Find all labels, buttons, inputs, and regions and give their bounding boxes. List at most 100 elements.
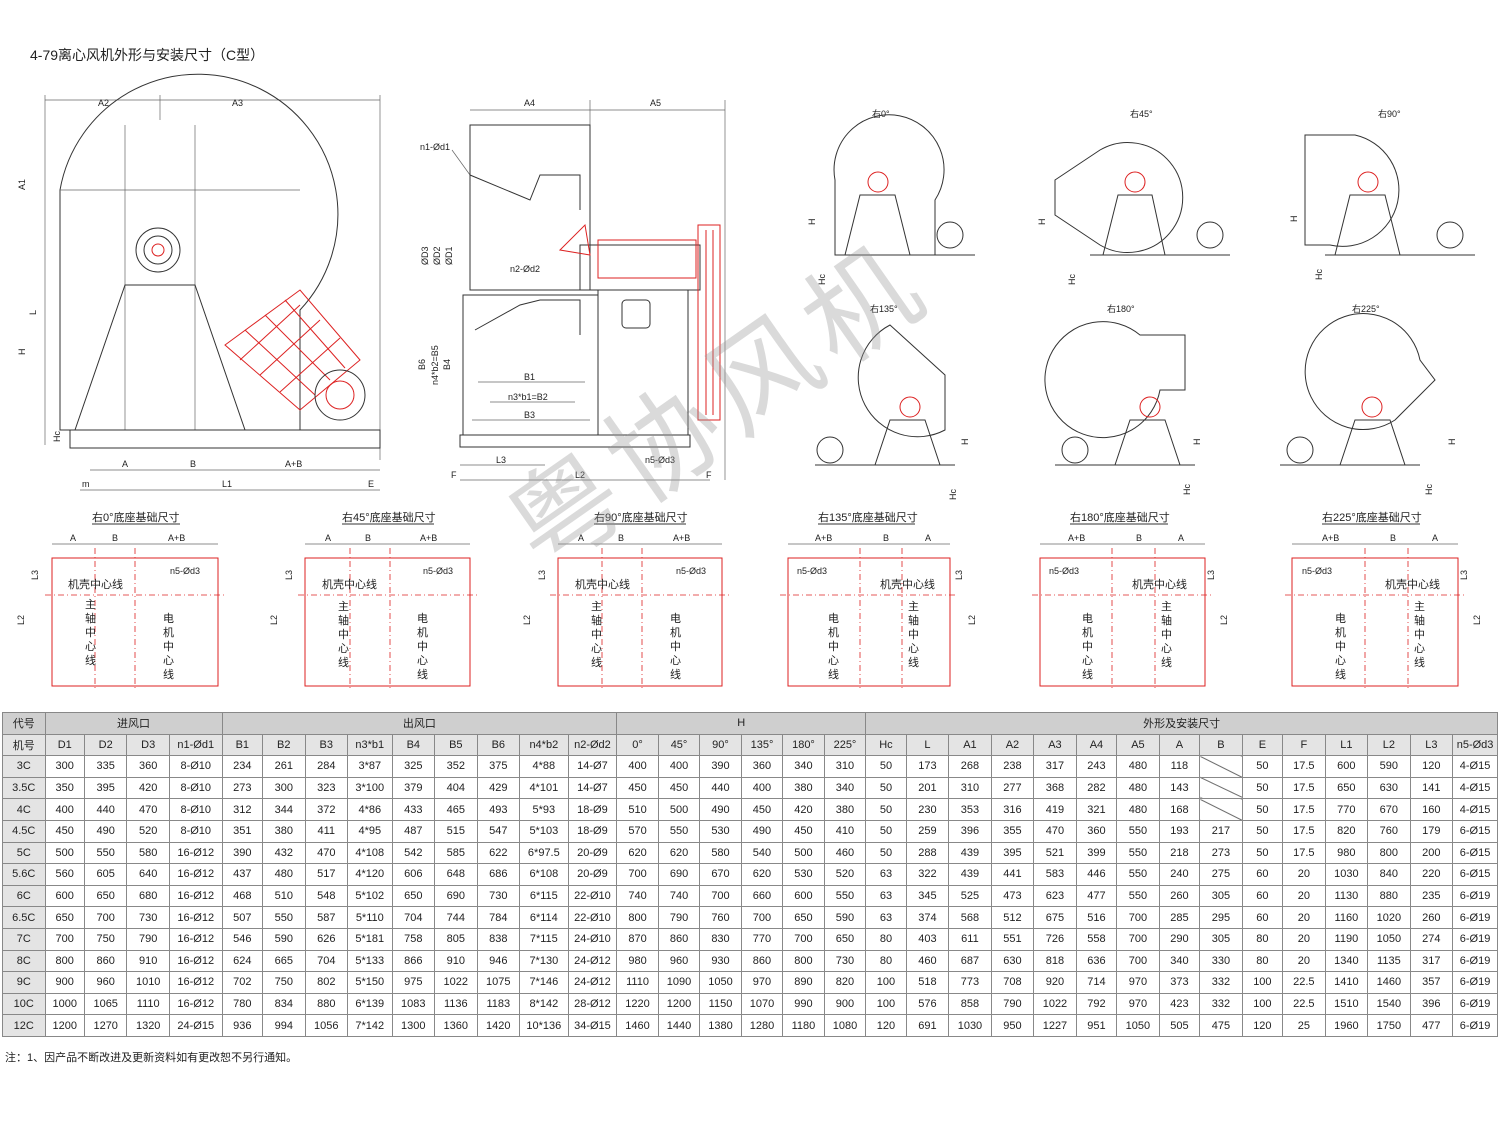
table-cell: 1070 [740,992,784,1016]
table-cell: 400 [657,755,701,778]
svg-text:右225°: 右225° [1352,303,1380,314]
table-cell: 542 [391,841,436,865]
table-cell: 218 [1158,841,1201,865]
table-cell: 28-Ø12 [567,992,618,1016]
table-cell: 20-Ø9 [567,863,618,886]
table-cell: 1090 [657,971,701,994]
svg-text:A+B: A+B [168,533,185,543]
table-cell: 540 [740,841,784,865]
table-cell: 373 [1158,971,1201,994]
table-cell: 22.5 [1282,992,1326,1016]
table-cell: 970 [740,971,784,994]
table-cell: 460 [905,949,950,973]
table-cell: 630 [990,949,1035,973]
column-header: 135° [740,733,784,757]
table-cell: 700 [782,927,825,951]
table-cell: 1420 [476,1014,521,1037]
dim-d3: ØD3 [420,246,430,265]
dim-b6: B6 [417,359,427,370]
table-cell: 16-Ø12 [168,884,223,908]
table-cell: 20 [1282,949,1326,973]
table-cell: 120 [1409,755,1454,778]
table-cell: 951 [1075,1014,1118,1037]
table-cell: 760 [699,906,742,929]
table-cell: 620 [616,841,659,865]
table-cell: 230 [905,798,950,821]
table-cell: 24-Ø10 [567,927,618,951]
table-cell: 450 [616,776,659,800]
table-cell: 16-Ø12 [168,841,223,865]
svg-text:L2: L2 [967,615,977,625]
page-title: 4-79离心风机外形与安装尺寸（C型） [30,47,265,63]
dim-f-right: F [706,470,712,480]
column-header: 90° [699,733,742,757]
table-cell: 275 [1199,863,1243,886]
table-cell: 14-Ø7 [567,755,618,778]
svg-text:L3: L3 [284,570,294,580]
table-cell: 700 [616,863,659,886]
column-header: F [1282,733,1326,757]
table-cell: 10C [2,992,46,1016]
svg-text:右135°: 右135° [870,303,898,314]
table-cell: 740 [657,884,701,908]
table-cell: 400 [44,798,85,821]
table-cell: 473 [990,884,1035,908]
column-header: n5-Ød3 [1452,733,1498,757]
table-cell: 740 [616,884,659,908]
table-cell: 395 [990,841,1035,865]
table-cell: 800 [782,949,825,973]
table-cell: 284 [304,755,349,778]
table-cell: 439 [948,841,992,865]
foundation-135: 右135°底座基础尺寸 A+B B A 机壳中心线 n5-Ød3 L3 L2 电… [780,510,977,690]
table-cell: 20 [1282,927,1326,951]
table-cell: 1227 [1033,1014,1077,1037]
table-cell: 441 [990,863,1035,886]
table-cell: 1180 [782,1014,825,1037]
table-cell: 1380 [699,1014,742,1037]
table-cell: 285 [1158,906,1201,929]
table-cell: 690 [434,884,478,908]
table-cell: 860 [83,949,128,973]
svg-text:右0°底座基础尺寸: 右0°底座基础尺寸 [92,510,180,524]
table-cell: 440 [699,776,742,800]
table-cell: 548 [304,884,349,908]
column-header: B6 [476,733,521,757]
table-cell: 268 [948,755,992,778]
table-cell: 650 [1324,776,1369,800]
table-cell: 480 [262,863,306,886]
table-cell: 800 [616,906,659,929]
dim-a-plus-b: A+B [285,459,302,469]
table-cell: 650 [823,927,867,951]
svg-text:A: A [925,533,931,543]
foundation-225: 右225°底座基础尺寸 A+B B A 机壳中心线 n5-Ød3 L3 L2 电… [1285,510,1482,690]
table-cell: 4*95 [347,819,393,843]
table-cell: 515 [434,819,478,843]
table-cell: 17.5 [1282,776,1326,800]
table-cell: 335 [83,755,128,778]
table-cell: 440 [83,798,128,821]
table-cell: 550 [1116,841,1160,865]
table-cell: 8-Ø10 [168,755,223,778]
svg-text:B: B [618,533,624,543]
table-cell: 468 [221,884,264,908]
table-cell: 395 [83,776,128,800]
svg-text:n5-Ød3: n5-Ød3 [1302,566,1332,576]
column-header: n3*b1 [347,733,393,757]
svg-text:H: H [1289,216,1299,223]
table-cell: 340 [1158,949,1201,973]
table-cell: 670 [1367,798,1411,821]
table-cell: 600 [1324,755,1369,778]
table-cell: 350 [44,776,85,800]
svg-text:B: B [1390,533,1396,543]
table-cell: 310 [948,776,992,800]
svg-text:Hc: Hc [1424,484,1434,495]
table-cell: 4-Ø15 [1452,798,1498,821]
table-cell: 920 [1033,971,1077,994]
table-cell: 355 [990,819,1035,843]
svg-text:右45°底座基础尺寸: 右45°底座基础尺寸 [342,510,436,524]
table-cell: 930 [699,949,742,973]
svg-text:H: H [807,219,817,226]
table-cell: 470 [304,841,349,865]
table-cell: 352 [434,755,478,778]
table-cell: 1340 [1324,949,1369,973]
